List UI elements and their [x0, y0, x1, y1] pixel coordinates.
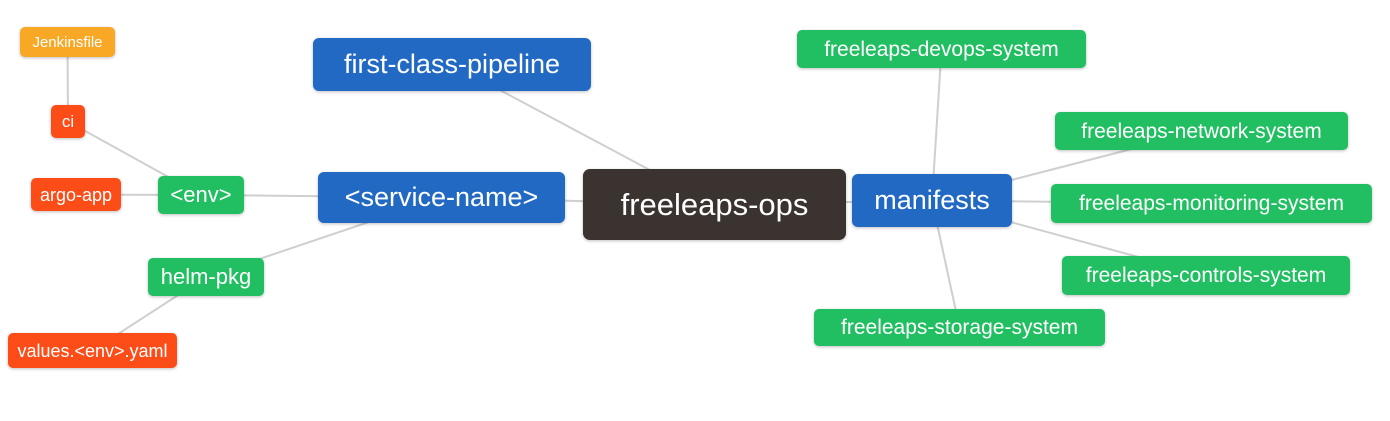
mindmap-node-ci[interactable]: ci: [51, 105, 85, 138]
mindmap-node-root[interactable]: freeleaps-ops: [583, 169, 846, 240]
mindmap-node-values[interactable]: values.<env>.yaml: [8, 333, 177, 368]
mindmap-node-network[interactable]: freeleaps-network-system: [1055, 112, 1348, 150]
mindmap-node-devops[interactable]: freeleaps-devops-system: [797, 30, 1086, 68]
mindmap-node-pipeline[interactable]: first-class-pipeline: [313, 38, 591, 91]
mindmap-node-controls[interactable]: freeleaps-controls-system: [1062, 256, 1350, 295]
mindmap-node-storage[interactable]: freeleaps-storage-system: [814, 309, 1105, 346]
mindmap-node-service[interactable]: <service-name>: [318, 172, 565, 223]
mindmap-node-argo[interactable]: argo-app: [31, 178, 121, 211]
mindmap-node-monitoring[interactable]: freeleaps-monitoring-system: [1051, 184, 1372, 223]
mindmap-node-jenkinsfile[interactable]: Jenkinsfile: [20, 27, 115, 57]
mindmap-node-manifests[interactable]: manifests: [852, 174, 1012, 227]
mindmap-node-helm[interactable]: helm-pkg: [148, 258, 264, 296]
mindmap-node-env[interactable]: <env>: [158, 176, 244, 214]
